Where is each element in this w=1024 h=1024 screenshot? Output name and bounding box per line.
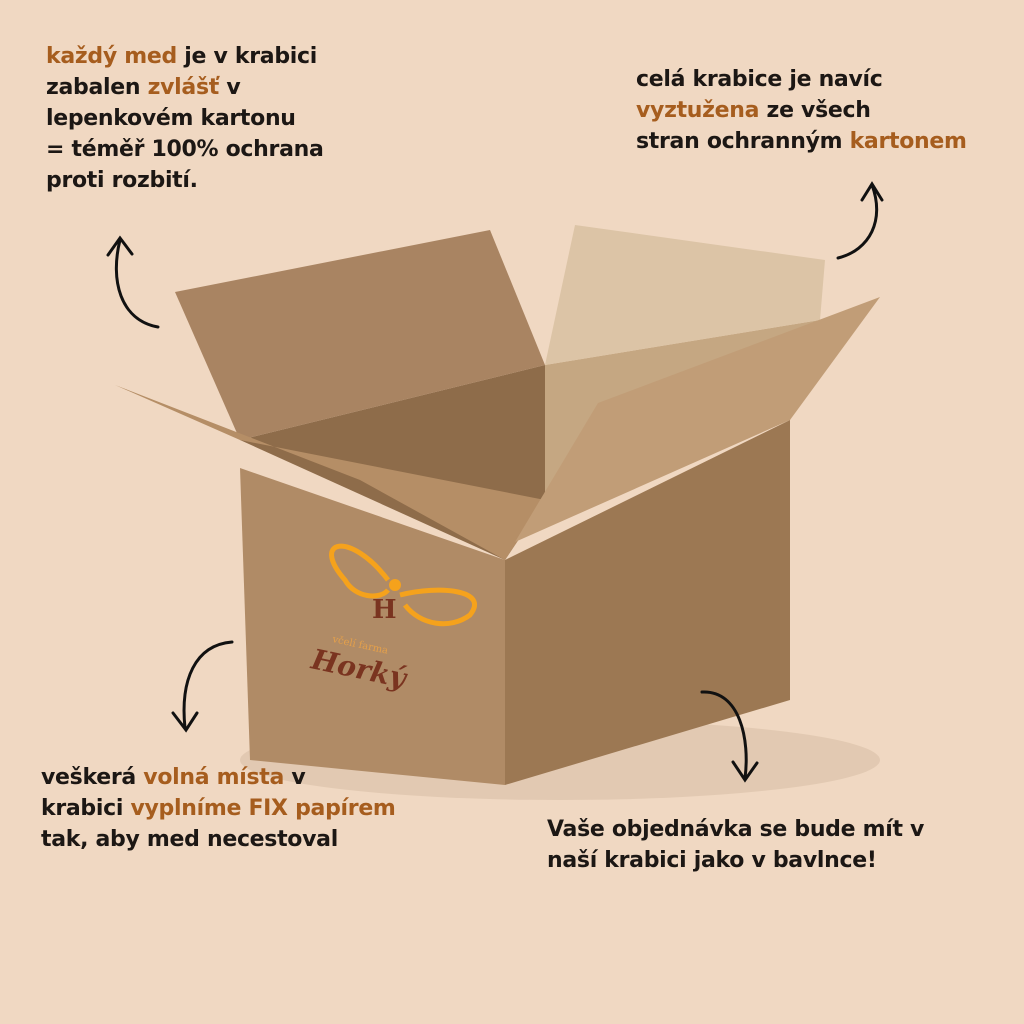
bee-logo: H včelí farma Horký xyxy=(308,543,477,695)
note-text: ze všech xyxy=(759,98,871,123)
note-top-right: celá krabice je navíc vyztužena ze všech… xyxy=(636,64,967,157)
note-bottom-right: Vaše objednávka se bude mít v naší krabi… xyxy=(547,814,924,876)
note-text: tak, aby med necestoval xyxy=(41,827,338,852)
note-text: lepenkovém kartonu xyxy=(46,106,296,131)
note-top-left: každý med je v krabici zabalen zvlášť v … xyxy=(46,41,324,196)
note-text: Vaše objednávka se bude mít v xyxy=(547,817,925,842)
box-back-left-flap xyxy=(175,230,545,440)
note-text: = téměř 100% ochrana xyxy=(46,137,324,162)
note-text: proti rozbití. xyxy=(46,168,198,193)
note-text: veškerá xyxy=(41,765,144,790)
highlight-text: volná místa xyxy=(143,765,285,790)
svg-text:H: H xyxy=(372,595,397,625)
highlight-text: vyztužena xyxy=(636,98,760,123)
box-right-flap xyxy=(515,297,880,542)
note-text: celá krabice je navíc xyxy=(636,67,883,92)
note-text: stran ochranným xyxy=(636,129,850,154)
highlight-text: vyplníme FIX papírem xyxy=(130,796,396,821)
arrow-icon-bottom-left xyxy=(171,640,234,733)
note-text: zabalen xyxy=(46,75,148,100)
note-text: naší krabici jako v bavlnce! xyxy=(547,848,877,873)
highlight-text: zvlášť xyxy=(147,75,220,100)
arrow-icon-bottom-right xyxy=(700,690,759,783)
box-left-flap xyxy=(115,385,545,560)
note-text: v xyxy=(284,765,306,790)
box-front-face xyxy=(240,468,505,785)
arrow-icon-top-left xyxy=(106,235,160,329)
highlight-text: každý med xyxy=(46,44,177,69)
box-back-right-flap xyxy=(545,225,825,365)
note-text: v xyxy=(218,75,241,100)
note-text: je v krabici xyxy=(176,44,318,69)
arrow-icon-top-right xyxy=(836,181,884,260)
highlight-text: kartonem xyxy=(849,129,967,154)
note-bottom-left: veškerá volná místa v krabici vyplníme F… xyxy=(41,762,396,855)
note-text: krabici xyxy=(41,796,131,821)
